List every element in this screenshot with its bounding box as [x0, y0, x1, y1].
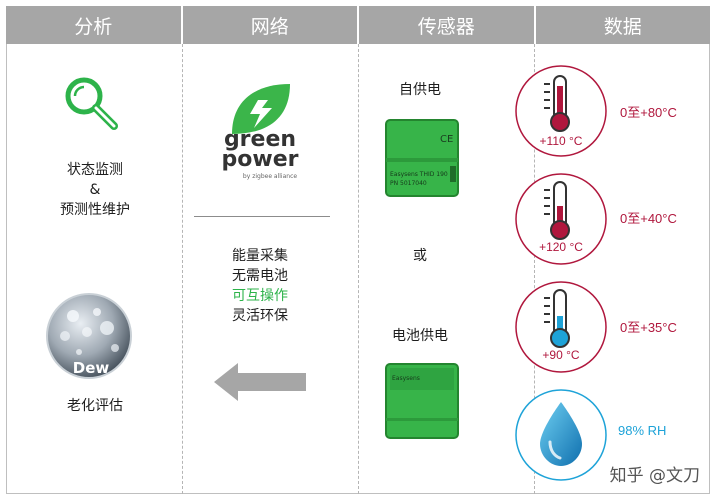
max-temp-label: +110 °C	[539, 134, 583, 148]
dew-droplets-image	[45, 292, 133, 384]
watermark: 知乎 @文刀	[609, 466, 700, 486]
battery-sensor-device: Easysens	[384, 362, 460, 444]
self-powered-sensor-device: CE Easysens THID 190 PN 5017040	[384, 118, 460, 202]
svg-text:CE: CE	[440, 134, 453, 145]
temp-range-label: 0至+80°C	[620, 105, 677, 120]
condition-monitoring-label: 状态监测 & 预测性维护	[20, 160, 170, 220]
temp-range-label: 0至+40°C	[620, 211, 677, 226]
column-divider	[534, 44, 535, 494]
column-headers: 分析 网络 传感器 数据	[6, 6, 710, 44]
self-powered-label: 自供电	[399, 82, 441, 98]
left-arrow-icon	[214, 363, 308, 405]
header-data: 数据	[535, 6, 710, 44]
column-divider	[358, 44, 359, 494]
aging-assessment-label: 老化评估	[67, 398, 123, 414]
temperature-circle	[514, 64, 608, 162]
feature-item: 能量采集	[232, 248, 288, 264]
humidity-circle	[514, 388, 608, 486]
header-sensors: 传感器	[359, 6, 536, 44]
magnifier-icon	[62, 74, 124, 138]
feature-item: 无需电池	[232, 268, 288, 284]
feature-item: 灵活环保	[232, 308, 288, 324]
label-line: 状态监测	[67, 162, 123, 178]
network-features: 能量采集 无需电池 可互操作 灵活环保	[195, 246, 325, 326]
dew-label: Dew	[72, 359, 110, 377]
max-temp-label: +120 °C	[539, 240, 583, 254]
label-line: 预测性维护	[60, 202, 130, 218]
or-label: 或	[413, 248, 427, 264]
temperature-circle	[514, 280, 608, 378]
device-print: PN 5017040	[390, 180, 427, 187]
column-divider	[182, 44, 183, 494]
device-print: Easysens THID 190	[390, 171, 448, 178]
temp-range-label: 0至+35°C	[620, 320, 677, 335]
green-power-leaf-icon	[228, 80, 294, 142]
green-power-logo-text: green power	[195, 127, 325, 172]
logo-word: power	[221, 147, 299, 172]
humidity-label: 98% RH	[618, 423, 667, 438]
divider-line	[194, 216, 330, 217]
header-analysis: 分析	[6, 6, 183, 44]
battery-powered-label: 电池供电	[392, 328, 448, 344]
logo-subtitle: by zigbee alliance	[242, 173, 298, 180]
header-network: 网络	[182, 6, 359, 44]
temperature-circle	[514, 172, 608, 270]
max-temp-label: +90 °C	[542, 348, 580, 362]
feature-item-highlight: 可互操作	[232, 288, 288, 304]
logo-word: green	[223, 127, 297, 152]
label-line: &	[89, 182, 101, 198]
device-print: Easysens	[392, 375, 420, 382]
